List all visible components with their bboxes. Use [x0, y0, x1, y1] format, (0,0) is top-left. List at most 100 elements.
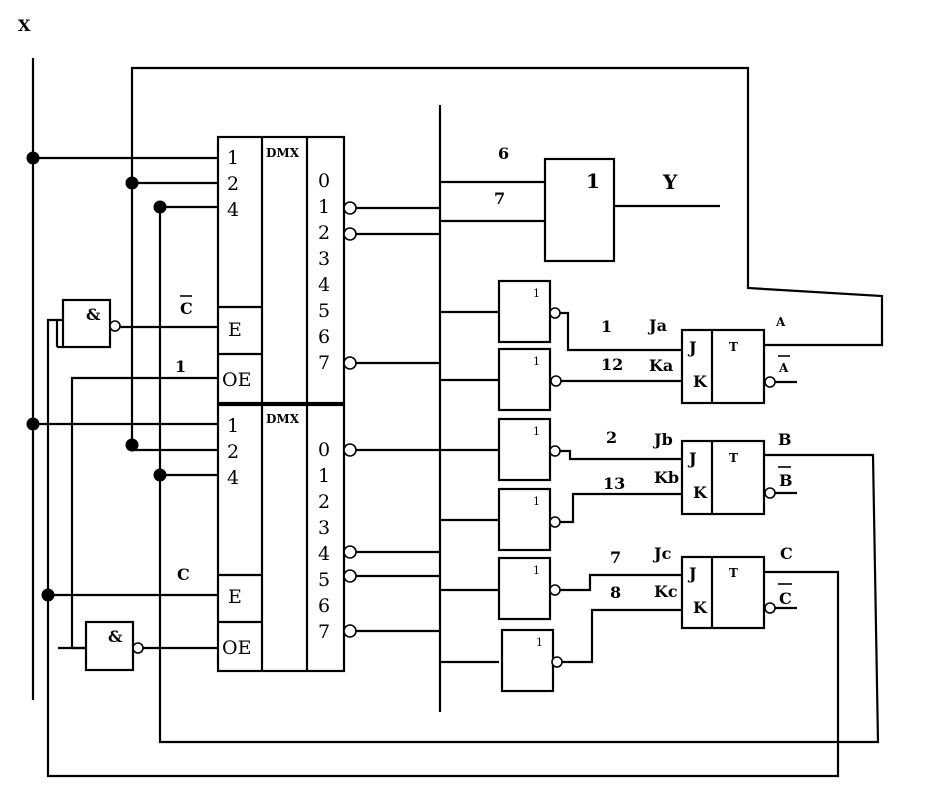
inversion-bubble	[549, 516, 561, 528]
c-bar-wire-label: C	[180, 299, 193, 318]
t-label: T	[729, 340, 738, 354]
ka-label: Ka	[649, 356, 673, 375]
k-pin-label: K	[693, 372, 708, 391]
q-a-bar-label: A	[778, 361, 789, 375]
inversion-bubble	[549, 307, 561, 319]
q-a-label: A	[775, 315, 786, 329]
k-pin-label: K	[693, 483, 708, 502]
lower-out-5-label: 5	[318, 569, 330, 591]
inversion-bubble	[343, 545, 357, 559]
kc-label: Kc	[654, 582, 678, 601]
lower-addr-1-label: 1	[227, 415, 239, 437]
upper-out-1-label: 1	[318, 196, 330, 218]
upper-oe-label: OE	[222, 369, 251, 391]
junction-dot	[41, 588, 55, 602]
upper-out-5-label: 5	[318, 300, 330, 322]
kc-wire	[561, 608, 682, 664]
ka-number-label: 12	[601, 355, 623, 374]
ja-number-label: 1	[601, 317, 612, 336]
j-pin-label: J	[687, 449, 697, 468]
jb-number-label: 2	[606, 428, 617, 447]
upper-and-in1-wire	[46, 318, 63, 595]
svg-text:1: 1	[536, 636, 543, 649]
flipflop-b: J K T Jb Kb B B	[652, 430, 793, 516]
inversion-bubble	[343, 201, 357, 215]
or-gate: 1 6 7 Y	[494, 144, 678, 263]
kb-wire	[560, 492, 682, 524]
lower-dmx-title: DMX	[266, 412, 300, 426]
feedback-wire-b	[158, 453, 880, 744]
lower-oe-label: OE	[222, 637, 251, 659]
jc-label: Jc	[652, 544, 672, 563]
kb-label: Kb	[654, 468, 679, 487]
svg-text:1: 1	[533, 287, 540, 300]
inverter: 1	[500, 628, 563, 693]
inversion-bubble	[549, 445, 561, 457]
or-input-6-label: 6	[498, 144, 509, 163]
inversion-bubble	[343, 624, 357, 638]
svg-text:1: 1	[533, 564, 540, 577]
lower-demultiplexer: DMX 1 2 4 E OE 0 1 2 3 4 5 6 7	[216, 403, 357, 673]
inversion-bubble	[343, 356, 357, 370]
inversion-bubble	[549, 584, 561, 596]
inverter: 1	[497, 556, 561, 621]
x-input-label: X	[18, 16, 31, 35]
upper-demultiplexer: DMX 1 2 4 E OE 0 1 2 3 4 5 6 7	[216, 135, 357, 405]
lower-out-1-label: 1	[318, 465, 330, 487]
junction-dot	[153, 200, 167, 214]
t-label: T	[729, 451, 738, 465]
lower-dmx-body	[216, 403, 346, 673]
upper-addr-2-label: 2	[227, 173, 239, 195]
inversion-bubble	[764, 376, 776, 388]
lower-out-6-label: 6	[318, 595, 330, 617]
inverter: 1	[497, 347, 562, 412]
lower-out-4-label: 4	[318, 543, 330, 565]
q-c-bar-label: C	[779, 589, 792, 608]
inversion-bubble	[764, 487, 776, 499]
inverter: 1	[497, 279, 561, 344]
upper-and-gate: &	[55, 298, 121, 349]
ja-wire	[560, 311, 682, 352]
or-gate-symbol: 1	[586, 169, 600, 193]
upper-addr-1-label: 1	[227, 147, 239, 169]
junction-dot	[125, 438, 139, 452]
upper-dmx-body	[216, 135, 346, 405]
jc-number-label: 7	[610, 548, 621, 567]
q-c-label: C	[780, 544, 793, 563]
kb-number-label: 13	[603, 474, 625, 493]
kc-number-label: 8	[610, 583, 621, 602]
inversion-bubble	[109, 320, 121, 332]
lower-addr-2-label: 2	[227, 441, 239, 463]
upper-and-symbol: &	[86, 305, 101, 324]
or-input-7-label: 7	[494, 189, 505, 208]
wires	[31, 58, 884, 778]
inversion-bubble	[343, 443, 357, 457]
inverters: 1 1 1 1 1 1	[497, 279, 563, 693]
upper-addr4-wire	[158, 205, 218, 475]
jc-wire	[560, 573, 682, 592]
lower-out-2-label: 2	[318, 491, 330, 513]
lower-addr-4-label: 4	[227, 467, 239, 489]
inversion-bubble	[343, 227, 357, 241]
inversion-bubble	[764, 602, 776, 614]
q-b-bar-label: B	[779, 471, 793, 490]
upper-enable-label: E	[228, 319, 242, 341]
upper-out-6-label: 6	[318, 326, 330, 348]
lower-enable-label: E	[228, 586, 242, 608]
upper-out-3-label: 3	[318, 248, 330, 270]
upper-out-2-label: 2	[318, 222, 330, 244]
junction-dot	[26, 151, 40, 165]
lower-out-0-label: 0	[318, 439, 330, 461]
flipflop-c: J K T Jc Kc C C	[652, 544, 793, 630]
oe-high-label: 1	[175, 357, 186, 376]
k-pin-label: K	[693, 598, 708, 617]
inversion-bubble	[132, 642, 144, 654]
svg-text:1: 1	[533, 495, 540, 508]
junctions	[26, 151, 167, 602]
lower-and-symbol: &	[108, 627, 123, 646]
j-pin-label: J	[687, 338, 697, 357]
inversion-bubble	[343, 569, 357, 583]
inversion-bubble	[551, 656, 563, 668]
upper-dmx-title: DMX	[266, 146, 300, 160]
